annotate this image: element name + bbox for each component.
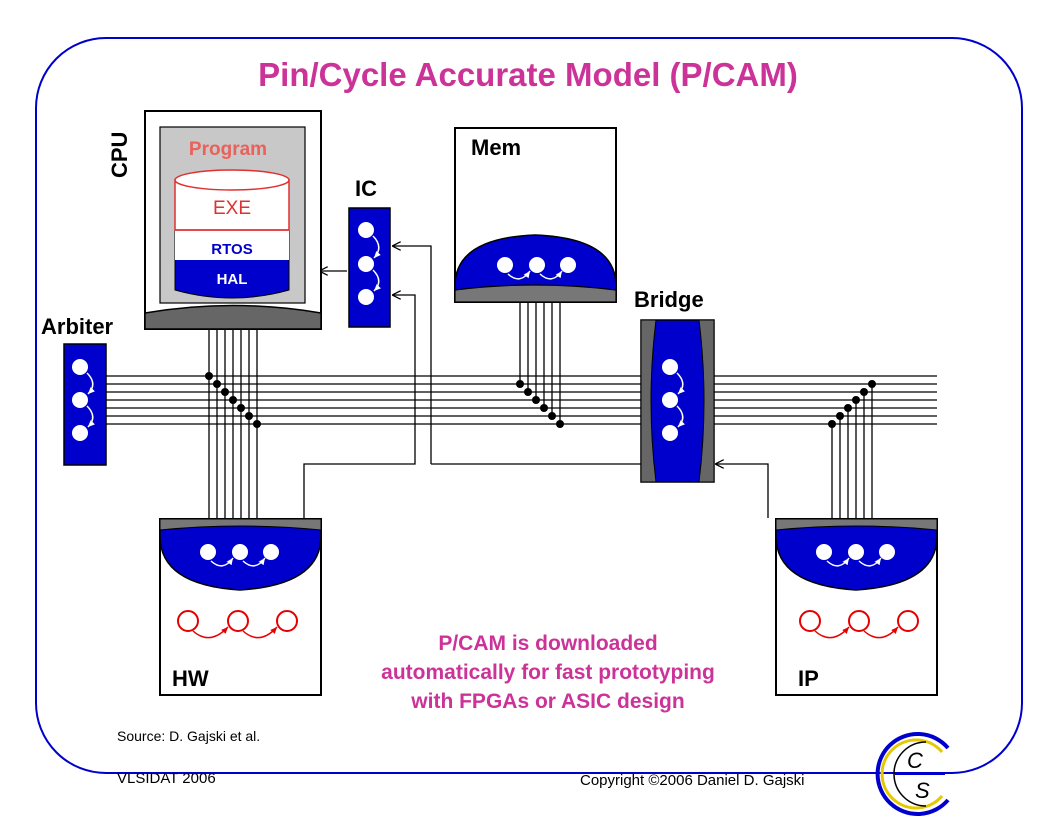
mem-block bbox=[454, 127, 617, 303]
cpu-block: Program EXE RTOS HAL bbox=[144, 110, 322, 330]
note-line-1: P/CAM is downloaded bbox=[438, 632, 657, 655]
ip-bus-taps bbox=[828, 380, 876, 518]
cpu-label: CPU bbox=[107, 132, 132, 178]
hw-block bbox=[159, 518, 322, 696]
note-line-3: with FPGAs or ASIC design bbox=[410, 690, 684, 713]
program-stack: EXE RTOS HAL bbox=[174, 169, 290, 299]
rtos-label: RTOS bbox=[211, 241, 252, 258]
mem-label: Mem bbox=[471, 135, 521, 160]
hw-label: HW bbox=[172, 666, 209, 691]
footer-left: VLSIDAT 2006 bbox=[117, 770, 216, 787]
exe-label: EXE bbox=[213, 198, 251, 219]
interrupt-wires bbox=[303, 246, 769, 518]
cpu-bus-taps bbox=[205, 328, 261, 518]
hal-label: HAL bbox=[217, 271, 248, 288]
ic-block bbox=[348, 207, 391, 328]
program-label: Program bbox=[189, 139, 267, 160]
ip-block bbox=[775, 518, 938, 696]
footer-copyright: Copyright ©2006 Daniel D. Gajski bbox=[580, 772, 805, 789]
slide-frame bbox=[35, 37, 1023, 774]
svg-text:S: S bbox=[915, 778, 930, 803]
bridge-block bbox=[640, 319, 715, 483]
cecs-logo: C S bbox=[875, 732, 950, 816]
mem-bus-taps bbox=[516, 300, 564, 428]
ic-label: IC bbox=[355, 176, 377, 201]
arbiter-block bbox=[63, 343, 107, 466]
bridge-label: Bridge bbox=[634, 287, 704, 312]
slide-title: Pin/Cycle Accurate Model (P/CAM) bbox=[258, 56, 798, 93]
arbiter-label: Arbiter bbox=[41, 314, 114, 339]
ip-label: IP bbox=[798, 666, 819, 691]
note-line-2: automatically for fast prototyping bbox=[381, 661, 715, 684]
svg-text:C: C bbox=[907, 748, 923, 773]
source-citation: Source: D. Gajski et al. bbox=[117, 728, 260, 744]
